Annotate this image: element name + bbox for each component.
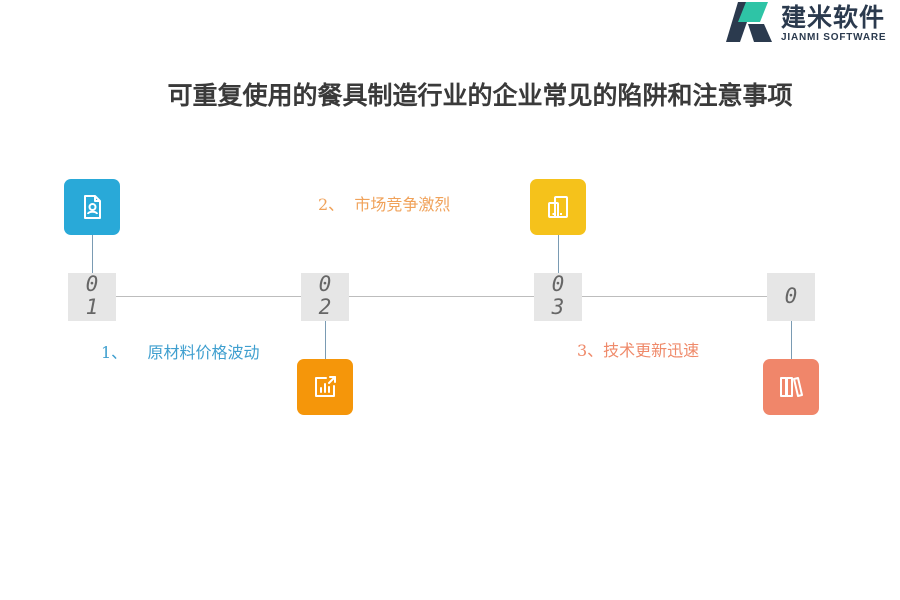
step-4-number: 0: [767, 273, 815, 321]
brand-name-cn: 建米软件: [781, 3, 886, 32]
books-icon: [780, 377, 803, 397]
document-user-icon: [84, 195, 101, 219]
step-1-icon-box: [64, 179, 120, 235]
tablet-devices-icon: [548, 196, 568, 218]
step-3-icon-box: [530, 179, 586, 235]
step-2-icon-box: [297, 359, 353, 415]
step-4-icon-box: [763, 359, 819, 415]
timeline-line: [92, 296, 791, 297]
step-1-connector: [92, 235, 93, 273]
step-3-connector: [558, 235, 559, 273]
brand-logo: 建米软件 JIANMI SOFTWARE: [724, 0, 900, 48]
brand-name-en: JIANMI SOFTWARE: [781, 32, 887, 43]
bar-chart-export-icon: [315, 376, 336, 397]
step-3-label: 3、技术更新迅速: [577, 341, 700, 360]
page-title: 可重复使用的餐具制造行业的企业常见的陷阱和注意事项: [167, 81, 793, 110]
step-2-label: 2、 市场竞争激烈: [318, 195, 451, 214]
jianmi-logo-icon: [726, 2, 772, 42]
step-4-connector: [791, 321, 792, 359]
step-1-label: 1、 原材料价格波动: [101, 343, 260, 362]
step-2-connector: [325, 321, 326, 359]
